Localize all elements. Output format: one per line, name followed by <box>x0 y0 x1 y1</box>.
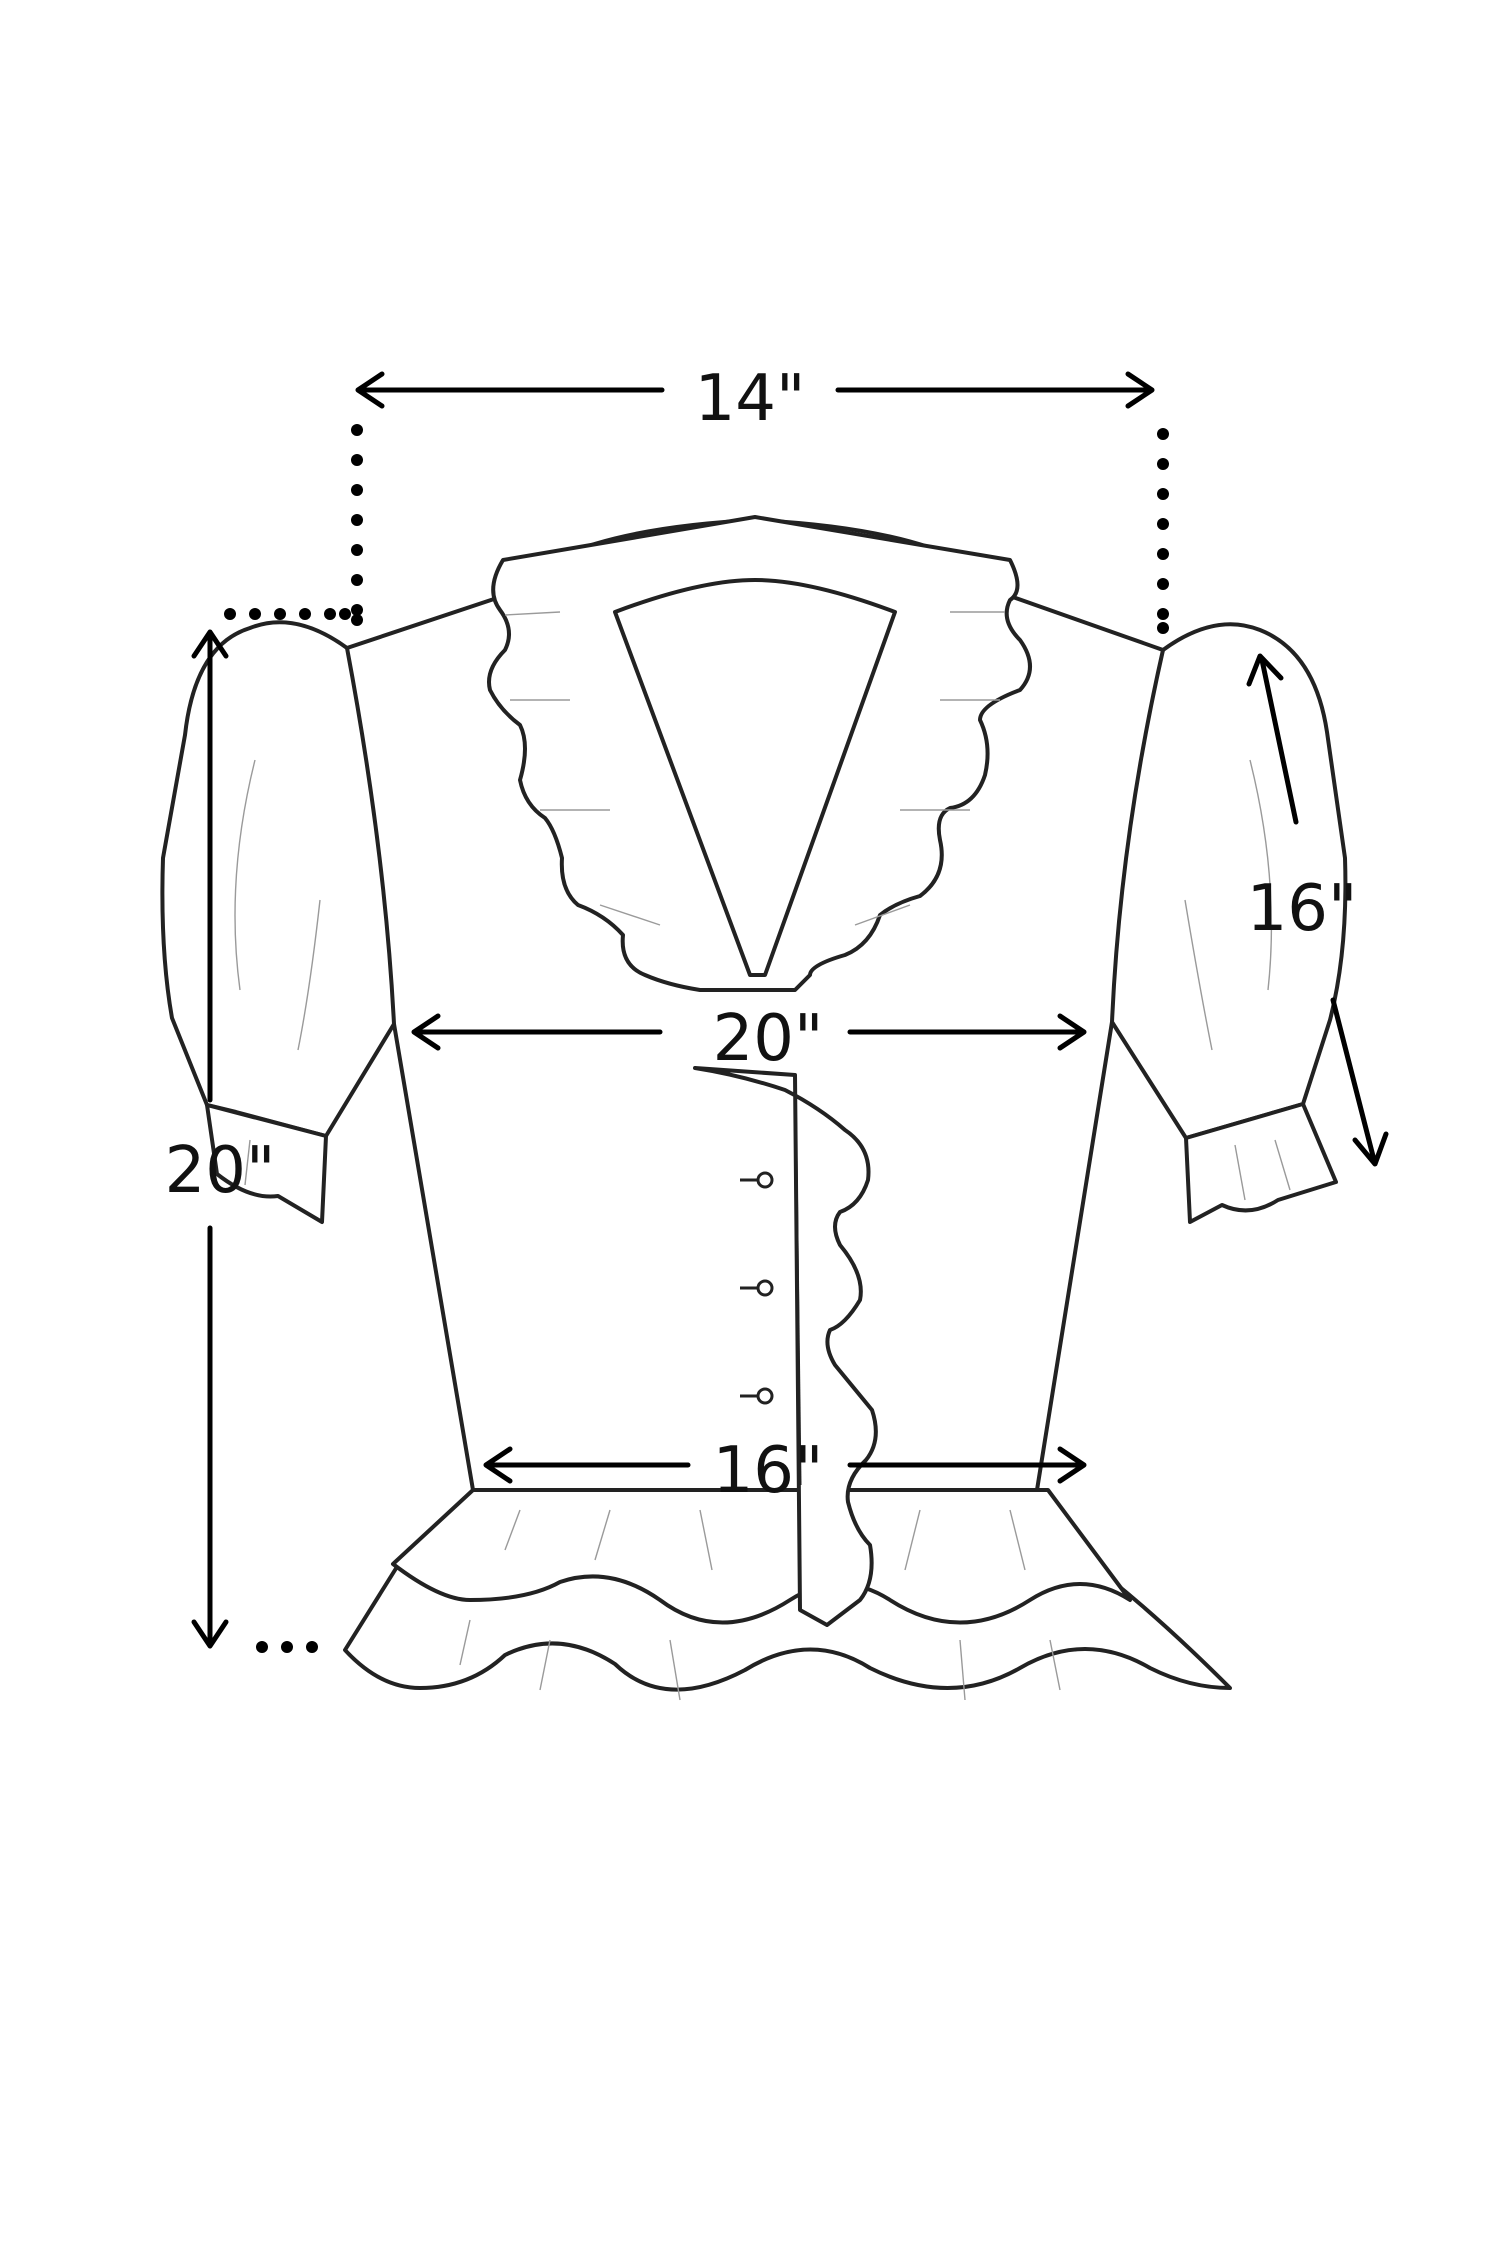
length-dimension: 20" <box>165 629 318 1653</box>
arrowhead-right-icon <box>1057 1013 1087 1051</box>
arrowhead-right-icon <box>1057 1446 1087 1484</box>
chest-width-dimension: 20" <box>411 1002 1087 1076</box>
arrowhead-up-icon <box>1246 653 1284 687</box>
arrowhead-up-icon <box>191 629 229 659</box>
arrowhead-down-icon <box>191 1619 229 1649</box>
arrowhead-right-icon <box>1125 371 1155 409</box>
arrowhead-left-icon <box>355 371 385 409</box>
length-label: 20" <box>165 1134 276 1208</box>
left-cuff <box>205 1103 328 1224</box>
sleeve-length-dimension: 16" <box>1246 653 1389 1167</box>
placket-edge-line <box>793 1074 802 1486</box>
v-neck-opening <box>613 578 897 977</box>
arrowhead-left-icon <box>483 1446 513 1484</box>
shoulder-width-dimension: 14" <box>224 362 1169 634</box>
front-placket-ruffle <box>693 1066 878 1627</box>
right-cuff <box>1184 1102 1338 1224</box>
button <box>740 1171 774 1189</box>
arrowhead-down-icon <box>1352 1131 1389 1167</box>
sleeve-length-label: 16" <box>1247 872 1358 946</box>
shoulder-guide-dots <box>224 424 1169 634</box>
fabric-fold-lines <box>234 611 1291 1701</box>
blouse-drawing <box>160 515 1348 1701</box>
button <box>740 1279 774 1297</box>
measurement-annotations: 14" 20" 20" 16" <box>165 362 1389 1653</box>
waist-width-dimension: 16" <box>483 1434 1087 1508</box>
arrowhead-left-icon <box>411 1013 441 1051</box>
shoulder-width-label: 14" <box>695 362 806 436</box>
upper-peplum-ruffle <box>391 1488 1132 1625</box>
waist-width-label: 16" <box>713 1434 824 1508</box>
chest-width-label: 20" <box>713 1002 824 1076</box>
button <box>740 1387 774 1405</box>
buttons <box>740 1171 774 1405</box>
hem-guide-dots <box>256 1641 318 1653</box>
